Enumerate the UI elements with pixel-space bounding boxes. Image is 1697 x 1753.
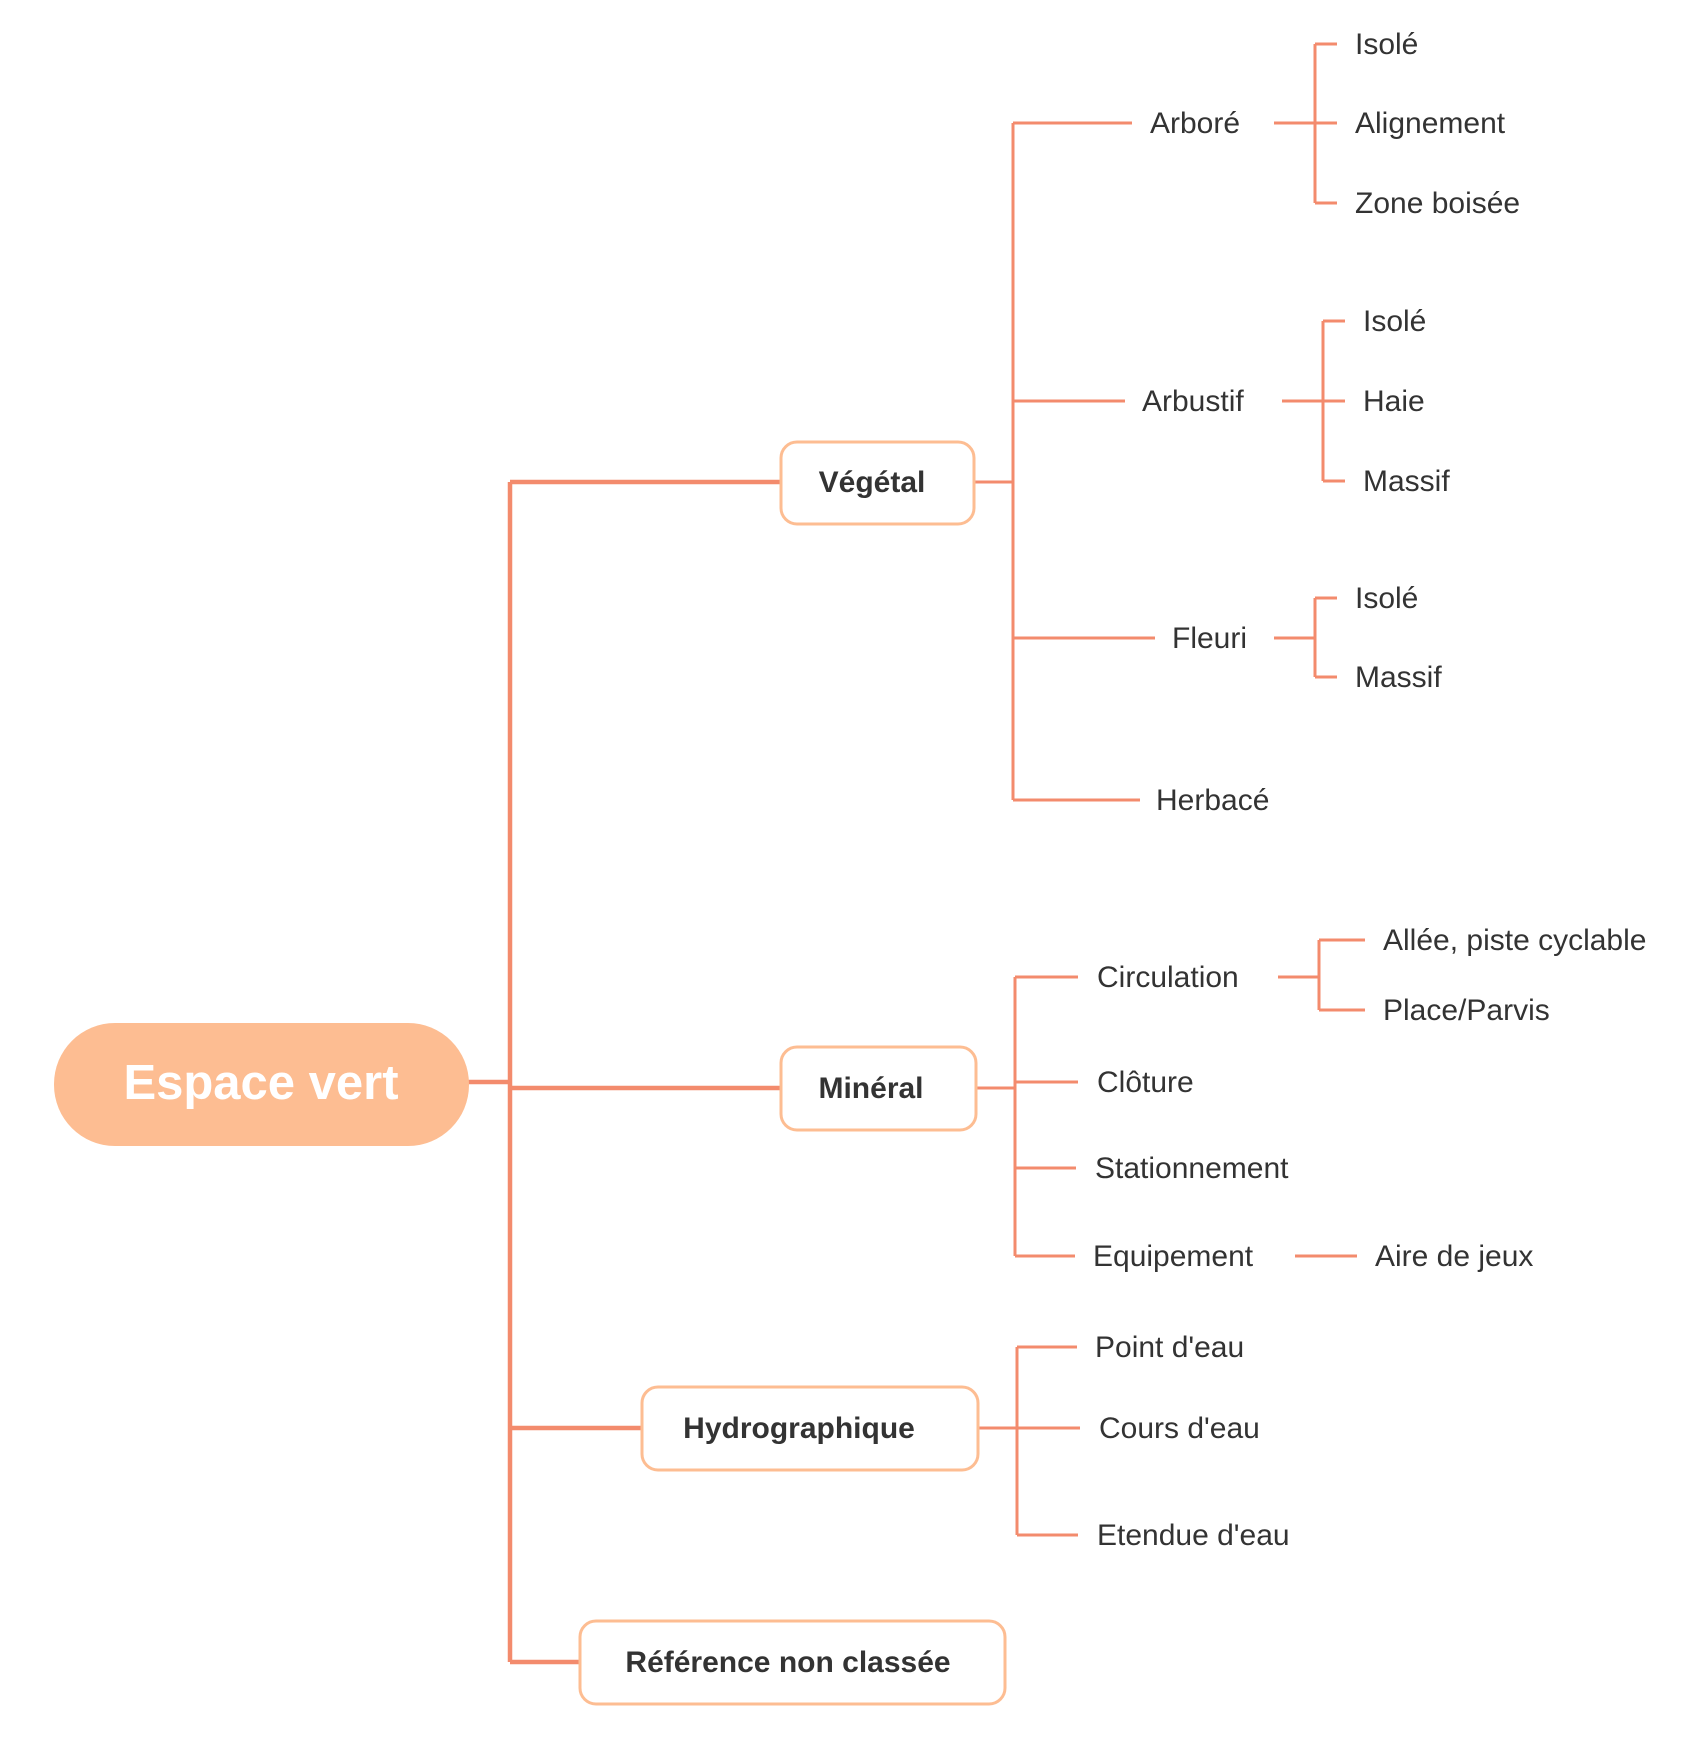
node-circulation[interactable]: Circulation bbox=[1097, 961, 1239, 994]
category-node-mineral[interactable]: Minéral bbox=[779, 1045, 978, 1132]
node-arbustif[interactable]: Arbustif bbox=[1142, 385, 1244, 418]
root-pill bbox=[54, 1023, 469, 1146]
category-node-reference-non-classee[interactable]: Référence non classée bbox=[578, 1619, 1007, 1706]
node-fleuri-isole[interactable]: Isolé bbox=[1355, 582, 1418, 615]
category-node-vegetal[interactable]: Végétal bbox=[779, 440, 976, 526]
category-label: Végétal bbox=[819, 466, 926, 499]
subcategory-labels-vegetal: Arboré Arbustif Fleuri Herbacé Isolé Ali… bbox=[1142, 28, 1520, 817]
node-stationnement[interactable]: Stationnement bbox=[1095, 1152, 1289, 1185]
node-cours-eau[interactable]: Cours d'eau bbox=[1099, 1412, 1260, 1445]
root-label: Espace vert bbox=[123, 1056, 398, 1110]
category-box bbox=[779, 1045, 978, 1132]
node-arbustif-haie[interactable]: Haie bbox=[1363, 385, 1425, 418]
node-equipement[interactable]: Equipement bbox=[1093, 1240, 1254, 1273]
subcategory-labels-mineral: Circulation Clôture Stationnement Equipe… bbox=[1093, 924, 1646, 1273]
node-arbore[interactable]: Arboré bbox=[1150, 107, 1240, 140]
category-box bbox=[779, 440, 976, 526]
node-cloture[interactable]: Clôture bbox=[1097, 1066, 1194, 1099]
category-box bbox=[578, 1619, 1007, 1706]
node-place-parvis[interactable]: Place/Parvis bbox=[1383, 994, 1550, 1027]
node-arbore-isole[interactable]: Isolé bbox=[1355, 28, 1418, 61]
node-fleuri[interactable]: Fleuri bbox=[1172, 622, 1247, 655]
category-node-hydrographique[interactable]: Hydrographique bbox=[640, 1385, 980, 1472]
category-label: Référence non classée bbox=[625, 1646, 950, 1679]
category-box bbox=[640, 1385, 980, 1472]
category-label: Hydrographique bbox=[683, 1412, 915, 1445]
node-fleuri-massif[interactable]: Massif bbox=[1355, 661, 1442, 694]
root-node[interactable]: Espace vert bbox=[54, 1023, 469, 1146]
node-arbustif-massif[interactable]: Massif bbox=[1363, 465, 1450, 498]
node-arbustif-isole[interactable]: Isolé bbox=[1363, 305, 1426, 338]
node-allee-piste-cyclable[interactable]: Allée, piste cyclable bbox=[1383, 924, 1646, 957]
node-aire-de-jeux[interactable]: Aire de jeux bbox=[1375, 1240, 1533, 1273]
node-point-eau[interactable]: Point d'eau bbox=[1095, 1331, 1244, 1364]
node-arbore-zone-boisee[interactable]: Zone boisée bbox=[1355, 187, 1520, 220]
category-label: Minéral bbox=[818, 1072, 923, 1105]
node-herbace[interactable]: Herbacé bbox=[1156, 784, 1269, 817]
connector-lines bbox=[468, 42, 1365, 1665]
subcategory-labels-hydrographique: Point d'eau Cours d'eau Etendue d'eau bbox=[1095, 1331, 1290, 1552]
node-etendue-eau[interactable]: Etendue d'eau bbox=[1097, 1519, 1290, 1552]
node-arbore-alignement[interactable]: Alignement bbox=[1355, 107, 1506, 140]
